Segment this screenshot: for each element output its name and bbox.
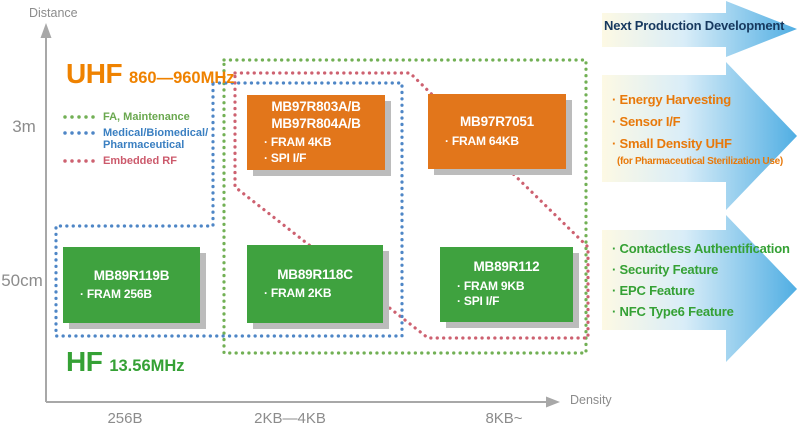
product-feature: · FRAM 9KB — [457, 278, 525, 293]
legend-label: Medical/Biomedical/ Pharmaceutical — [103, 126, 209, 152]
product-name: MB89R112 — [473, 259, 540, 275]
x-tick-8kb: 8KB~ — [485, 410, 523, 427]
product-box-mb89r118c: MB89R118C · FRAM 2KB — [247, 245, 383, 323]
legend-label: Embedded RF — [103, 154, 177, 167]
green-dotted-line-icon — [63, 115, 96, 119]
fa-maintenance-region-outline — [222, 58, 588, 355]
product-name: MB89R119B — [93, 267, 170, 283]
legend-item-medical: Medical/Biomedical/ Pharmaceutical — [63, 127, 208, 152]
uhf-future-item: · Small Density UHF — [612, 136, 732, 151]
legend-item-embedded-rf: Embedded RF — [63, 155, 208, 168]
uhf-future-item: · Sensor I/F — [612, 114, 681, 129]
product-name: MB97R803A/B — [271, 99, 361, 114]
hf-feature-item: · NFC Type6 Feature — [612, 304, 734, 319]
product-feature: · SPI I/F — [264, 150, 307, 165]
hf-features-arrow-text: · Contactless Authentification · Securit… — [612, 238, 790, 322]
legend-label: FA, Maintenance — [103, 111, 190, 123]
legend: FA, Maintenance Medical/Biomedical/ Phar… — [63, 111, 208, 170]
red-dotted-line-icon — [63, 158, 96, 163]
product-box-mb97r7051: MB97R7051 · FRAM 64KB — [428, 94, 566, 169]
uhf-future-arrow-shape — [602, 62, 797, 210]
y-tick-50cm: 50cm — [1, 271, 43, 290]
uhf-band-label: UHF 860—960MHz — [66, 58, 235, 90]
product-box-mb97r803: MB97R803A/B MB97R804A/B · FRAM 4KB · SPI… — [247, 95, 385, 170]
product-box-mb89r112: MB89R112 · FRAM 9KB · SPI I/F — [440, 247, 573, 322]
y-axis-arrowhead — [40, 23, 52, 38]
uhf-band-freq: 860—960MHz — [129, 69, 235, 87]
hf-feature-item: · EPC Feature — [612, 283, 695, 298]
uhf-band-name: UHF — [66, 58, 123, 89]
blue-dotted-line-icon — [63, 130, 96, 135]
y-tick-3m: 3m — [12, 117, 36, 136]
next-production-arrow-label: Next Production Development — [604, 18, 785, 33]
product-feature: · FRAM 2KB — [264, 286, 332, 300]
product-name: MB97R7051 — [460, 114, 534, 129]
product-feature: · FRAM 4KB — [264, 135, 332, 149]
legend-item-fa-maintenance: FA, Maintenance — [63, 111, 208, 124]
hf-band-name: HF — [66, 346, 103, 377]
hf-band-label: HF 13.56MHz — [66, 346, 185, 378]
hf-feature-item: · Contactless Authentification — [612, 241, 790, 256]
product-box-mb89r119b: MB89R119B · FRAM 256B — [63, 247, 200, 323]
product-feature: · SPI I/F — [457, 294, 500, 309]
next-production-arrow-shape — [602, 1, 797, 57]
uhf-future-arrow-text: · Energy Harvesting · Sensor I/F · Small… — [612, 89, 783, 168]
x-tick-256b: 256B — [107, 410, 143, 427]
product-feature: · FRAM 64KB — [445, 133, 519, 148]
hf-features-arrow-shape — [602, 215, 797, 362]
hf-band-freq: 13.56MHz — [109, 357, 185, 375]
product-feature: · FRAM 256B — [80, 287, 152, 301]
uhf-future-note: (for Pharmaceutical Sterilization Use) — [617, 156, 783, 167]
x-axis-title: Density — [570, 393, 612, 407]
y-axis-title: Distance — [29, 6, 78, 20]
hf-feature-item: · Security Feature — [612, 262, 719, 277]
x-tick-2kb-4kb: 2KB—4KB — [254, 410, 326, 427]
x-axis-arrowhead — [546, 396, 560, 408]
medical-region-outline — [54, 81, 404, 338]
uhf-future-item: · Energy Harvesting — [612, 92, 732, 107]
product-name: MB97R804A/B — [271, 115, 361, 131]
product-name: MB89R118C — [277, 266, 353, 282]
